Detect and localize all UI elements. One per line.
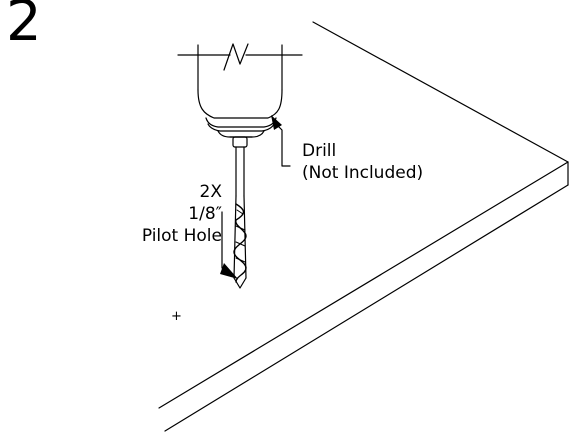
chuck-body bbox=[197, 89, 283, 119]
board-front-edge-bottom bbox=[164, 184, 569, 432]
chuck-ring-1 bbox=[205, 117, 277, 128]
drill-note: (Not Included) bbox=[302, 163, 424, 183]
pilot-leader-arrowhead bbox=[220, 263, 238, 279]
board bbox=[158, 21, 569, 432]
chuck-ring-2 bbox=[207, 123, 275, 132]
drill-bit bbox=[232, 136, 248, 289]
bit-flute-left bbox=[233, 195, 237, 279]
board-top-edge bbox=[312, 21, 569, 163]
bit-collar bbox=[232, 136, 248, 148]
drill-leader-line bbox=[275, 123, 291, 167]
break-symbol bbox=[223, 43, 249, 71]
drill-callout: Drill (Not Included) bbox=[302, 140, 423, 184]
center-mark: + bbox=[171, 309, 182, 324]
step-number: 2 bbox=[6, 0, 42, 54]
chuck-nose bbox=[217, 130, 265, 138]
pilot-hole-callout: 2X 1/8″ Pilot Hole bbox=[60, 181, 222, 247]
drill-chuck bbox=[177, 43, 303, 138]
drill-leader-arrowhead bbox=[271, 115, 282, 130]
pilot-hole-label: Pilot Hole bbox=[141, 226, 222, 246]
pilot-hole-size: 1/8″ bbox=[188, 204, 222, 224]
board-front-edge-top bbox=[158, 161, 569, 409]
drill-label: Drill bbox=[302, 141, 337, 161]
bit-tip bbox=[233, 277, 247, 289]
bit-flute-right bbox=[243, 195, 247, 279]
pilot-hole-quantity: 2X bbox=[199, 182, 222, 202]
